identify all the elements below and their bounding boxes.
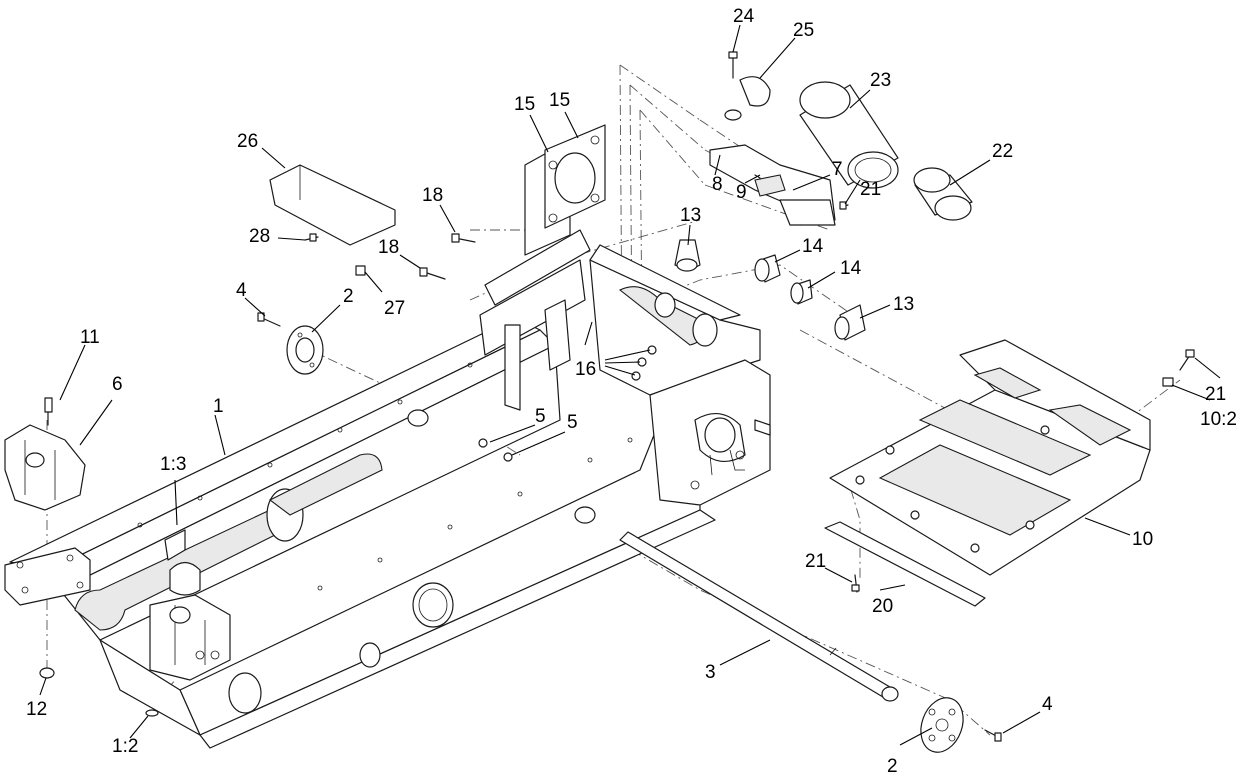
callout-14-b: 14 xyxy=(840,258,862,279)
callout-14-a: 14 xyxy=(802,236,824,257)
callout-25: 25 xyxy=(793,20,814,41)
callout-28: 28 xyxy=(249,226,270,247)
callout-15-a: 15 xyxy=(514,94,535,115)
callout-15-b: 15 xyxy=(549,90,570,111)
callout-1: 1 xyxy=(213,396,224,417)
callout-2-lower: 2 xyxy=(887,756,898,777)
callout-labels: 1 1:2 1:3 2 2 3 4 4 5 5 6 7 8 9 10 10:2 … xyxy=(26,6,1237,777)
callout-10-2: 10:2 xyxy=(1200,409,1237,430)
leader-lines xyxy=(39,24,1221,746)
callout-27: 27 xyxy=(384,298,405,319)
callout-2-upper: 2 xyxy=(343,286,354,307)
callout-24: 24 xyxy=(733,6,755,27)
callout-18-b: 18 xyxy=(378,237,399,258)
callout-9: 9 xyxy=(736,182,747,203)
decal-1-3 xyxy=(164,529,186,561)
callout-6: 6 xyxy=(112,374,123,395)
callout-12: 12 xyxy=(26,699,47,720)
callout-23: 23 xyxy=(870,70,891,91)
callout-8: 8 xyxy=(712,174,723,195)
callout-11: 11 xyxy=(80,327,100,348)
callout-4-upper: 4 xyxy=(236,280,247,301)
callout-20: 20 xyxy=(872,596,893,617)
callout-26: 26 xyxy=(237,131,258,152)
callout-21-lower: 21 xyxy=(805,551,826,572)
callout-10: 10 xyxy=(1132,529,1153,550)
callout-18-a: 18 xyxy=(422,185,443,206)
callout-13-a: 13 xyxy=(680,205,701,226)
callout-4-lower: 4 xyxy=(1042,694,1053,715)
callout-21-right: 21 xyxy=(1205,384,1226,405)
callout-1-2: 1:2 xyxy=(112,736,138,757)
callout-22: 22 xyxy=(992,141,1013,162)
main-frame xyxy=(4,229,771,749)
callout-5-a: 5 xyxy=(535,406,546,427)
callout-3: 3 xyxy=(705,662,716,683)
callout-16: 16 xyxy=(575,359,596,380)
callout-21-upper: 21 xyxy=(860,179,881,200)
callout-13-b: 13 xyxy=(893,294,914,315)
callout-1-3: 1:3 xyxy=(160,454,186,475)
callout-5-b: 5 xyxy=(567,412,578,433)
loose-parts xyxy=(4,51,1195,753)
callout-7: 7 xyxy=(832,159,843,180)
